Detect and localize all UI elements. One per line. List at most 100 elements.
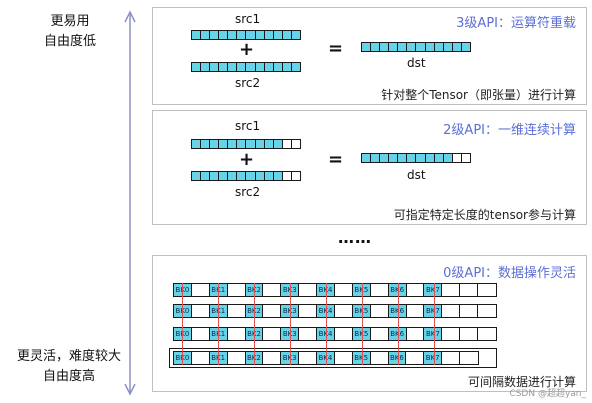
empty-block xyxy=(228,305,246,317)
plus-sign: + xyxy=(239,149,255,170)
empty-block xyxy=(299,284,318,296)
level2-api-panel: 2级API：一维连续计算 src1 + src2 = dst 可指定特定长度的t… xyxy=(152,110,587,225)
empty-block xyxy=(460,305,479,317)
tensor-element xyxy=(380,154,390,162)
dst-label: dst xyxy=(407,56,426,70)
equals-sign: = xyxy=(328,38,344,59)
plus-sign: + xyxy=(239,39,255,60)
source-block-row: BK0BK1BK2BK3BK4BK5BK6BK7 xyxy=(173,327,497,341)
tensor-element xyxy=(407,43,417,51)
tensor-element xyxy=(210,63,220,71)
tensor-element xyxy=(443,154,453,162)
empty-block xyxy=(407,284,425,296)
data-block: BK6 xyxy=(388,352,407,364)
tensor-element xyxy=(246,31,256,39)
empty-block xyxy=(371,328,389,340)
block-connector-line xyxy=(326,283,327,365)
tensor-element xyxy=(255,172,265,180)
data-block: BK7 xyxy=(424,305,443,317)
tensor-element xyxy=(228,63,238,71)
equals-sign: = xyxy=(328,149,344,170)
flexible-label: 更灵活，难度较大 自由度高 xyxy=(6,347,132,387)
empty-block xyxy=(371,352,389,364)
tensor-element xyxy=(398,154,408,162)
empty-block xyxy=(442,352,460,364)
tensor-element xyxy=(246,63,256,71)
tensor-element xyxy=(264,63,274,71)
tensor-element xyxy=(398,43,408,51)
tensor-element xyxy=(192,140,202,148)
dst-tensor xyxy=(361,153,471,163)
tensor-element xyxy=(201,63,211,71)
src1-tensor xyxy=(191,30,301,40)
tensor-element xyxy=(291,140,300,148)
empty-block xyxy=(263,328,282,340)
src1-label: src1 xyxy=(235,119,261,133)
empty-block xyxy=(478,328,496,340)
tensor-element xyxy=(264,140,274,148)
tensor-element xyxy=(416,43,426,51)
src2-label: src2 xyxy=(235,76,261,90)
level3-caption: 针对整个Tensor（即张量）进行计算 xyxy=(381,88,576,102)
tensor-element xyxy=(210,172,220,180)
tensor-element xyxy=(452,154,462,162)
block-connector-line xyxy=(362,283,363,365)
empty-block xyxy=(192,284,210,296)
tensor-element xyxy=(237,31,247,39)
tensor-element xyxy=(219,172,229,180)
empty-block xyxy=(406,352,425,364)
tensor-element xyxy=(273,172,283,180)
level2-caption: 可指定特定长度的tensor参与计算 xyxy=(393,208,576,222)
tensor-element xyxy=(452,43,462,51)
empty-block xyxy=(299,305,318,317)
tensor-element xyxy=(264,31,274,39)
empty-block xyxy=(192,328,210,340)
tensor-element xyxy=(434,154,444,162)
tensor-element xyxy=(371,43,381,51)
level2-title: 2级API：一维连续计算 xyxy=(443,123,576,138)
tensor-element xyxy=(219,31,229,39)
empty-block xyxy=(299,328,318,340)
tensor-element xyxy=(192,31,202,39)
tensor-element xyxy=(201,31,211,39)
dst-tensor xyxy=(361,42,471,52)
block-connector-line xyxy=(434,283,435,365)
level0-api-panel: 0级API：数据操作灵活 可间隔数据进行计算 BK0BK1BK2BK3BK4BK… xyxy=(152,255,587,392)
tensor-element xyxy=(461,43,470,51)
data-block: BK5 xyxy=(352,328,371,340)
empty-block xyxy=(335,284,353,296)
tensor-element xyxy=(291,172,300,180)
easy-label: 更易用 自由度低 xyxy=(28,12,112,52)
tensor-element xyxy=(255,140,265,148)
tensor-element xyxy=(425,43,435,51)
tensor-element xyxy=(210,31,220,39)
tensor-element xyxy=(237,172,247,180)
data-block: BK7 xyxy=(424,352,443,364)
empty-block xyxy=(335,352,353,364)
empty-block xyxy=(335,305,353,317)
flexible-label-line2: 自由度高 xyxy=(42,369,95,384)
data-block: BK7 xyxy=(424,328,443,340)
tensor-element xyxy=(291,63,300,71)
empty-block xyxy=(228,352,246,364)
data-block: BK7 xyxy=(424,284,443,296)
tensor-element xyxy=(389,43,399,51)
tensor-element xyxy=(434,43,444,51)
level0-caption: 可间隔数据进行计算 xyxy=(467,375,576,389)
block-connector-line xyxy=(398,283,399,365)
tensor-element xyxy=(273,31,283,39)
data-block: BK5 xyxy=(352,305,371,317)
tensor-element xyxy=(237,140,247,148)
tensor-element xyxy=(362,43,372,51)
tensor-element xyxy=(201,172,211,180)
tensor-element xyxy=(219,63,229,71)
src2-tensor xyxy=(191,62,301,72)
tensor-element xyxy=(255,31,265,39)
empty-block xyxy=(192,305,210,317)
source-block-row: BK0BK1BK2BK3BK4BK5BK6BK7 xyxy=(173,283,497,297)
empty-block xyxy=(460,352,478,364)
tensor-element xyxy=(228,172,238,180)
tensor-element xyxy=(407,154,417,162)
empty-block xyxy=(407,305,425,317)
